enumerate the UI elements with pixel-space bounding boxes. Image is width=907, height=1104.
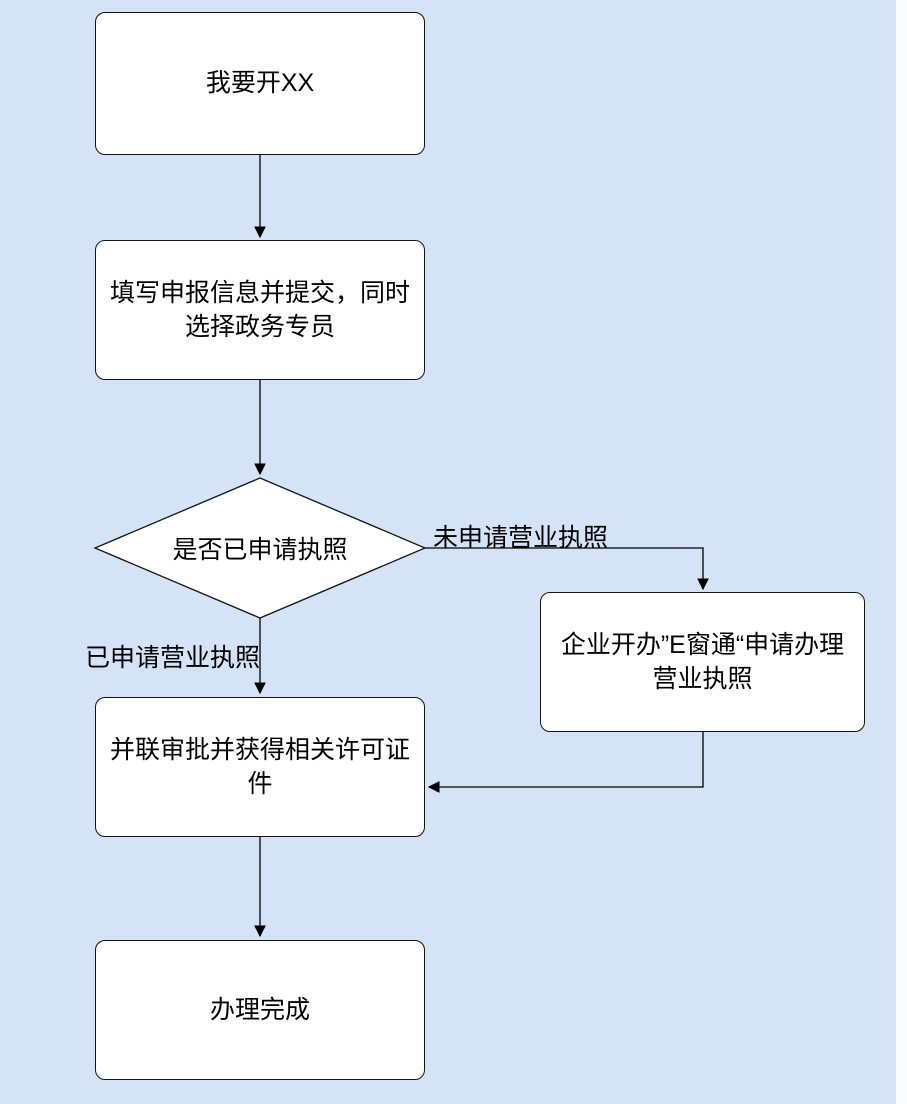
edge-decision-to-ewindow xyxy=(425,547,709,591)
node-done-label: 办理完成 xyxy=(209,995,310,1024)
edge-ewindow-to-approval xyxy=(427,732,704,793)
right-gutter xyxy=(896,0,907,1104)
decision-diamond-shape xyxy=(93,477,427,619)
node-decision: 是否已申请执照 xyxy=(95,478,425,618)
node-fill-info: 填写申报信息并提交，同时 选择政务专员 xyxy=(95,240,425,380)
node-done: 办理完成 xyxy=(95,940,425,1080)
node-start-label: 我要开XX xyxy=(205,69,315,98)
node-fill-info-label: 填写申报信息并提交，同时 选择政务专员 xyxy=(109,278,410,342)
node-start: 我要开XX xyxy=(95,12,425,155)
edge-label-not-applied: 未申请营业执照 xyxy=(433,524,609,552)
node-decision-label: 是否已申请执照 xyxy=(172,536,348,564)
node-ewindow-label: 企业开办”E窗通“申请办理 营业执照 xyxy=(560,630,845,694)
node-approval: 并联审批并获得相关许可证 件 xyxy=(95,697,425,837)
node-ewindow: 企业开办”E窗通“申请办理 营业执照 xyxy=(540,592,865,732)
edge-label-applied: 已申请营业执照 xyxy=(85,644,261,672)
node-approval-label: 并联审批并获得相关许可证 件 xyxy=(109,735,410,799)
